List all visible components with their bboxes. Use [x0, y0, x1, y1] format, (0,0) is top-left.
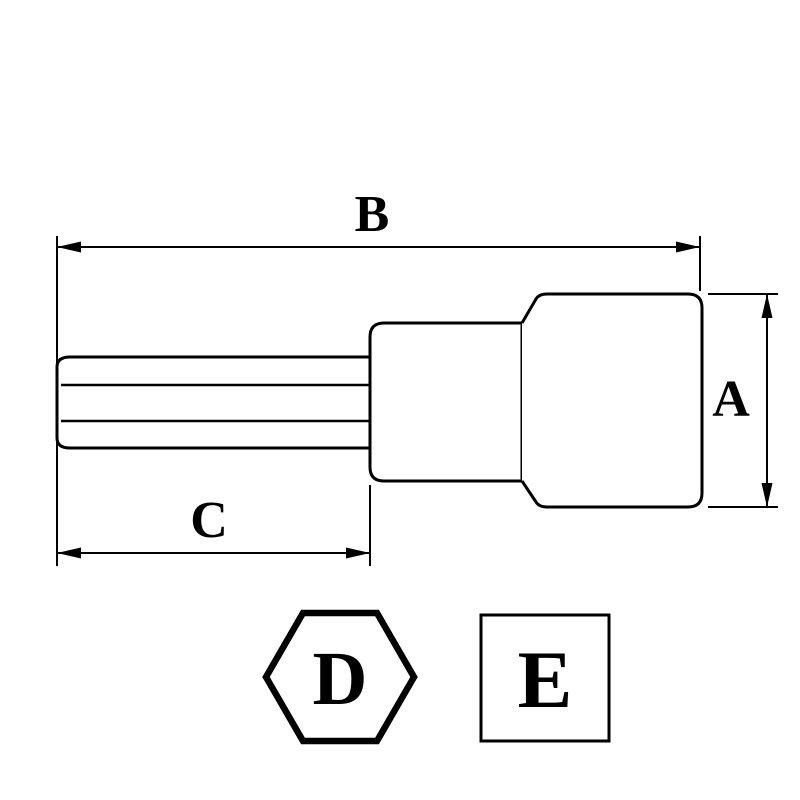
dimension-a	[708, 293, 778, 508]
dim-a-arrow-top	[761, 294, 773, 318]
hexagon-icon	[262, 609, 418, 745]
square-icon	[479, 613, 611, 743]
dim-a-arrow-bottom	[761, 483, 773, 507]
dim-c-arrow-left	[57, 547, 81, 559]
dimension-label-c: C	[190, 492, 228, 549]
dim-b-arrow-right	[676, 241, 700, 253]
dimension-label-d: D	[313, 637, 368, 721]
dimension-c	[57, 485, 371, 566]
socket-bit-drawing	[55, 292, 704, 509]
hex-drive-symbol: D	[262, 609, 418, 745]
dimension-label-b: B	[355, 186, 390, 243]
hex-shaft-outline	[55, 355, 370, 450]
collar-outline	[368, 321, 524, 483]
square-drive-symbol: E	[479, 613, 611, 743]
dimension-label-a: A	[712, 371, 750, 428]
dimension-label-e: E	[518, 634, 573, 725]
dim-b-arrow-left	[57, 241, 81, 253]
dim-c-arrow-right	[346, 547, 370, 559]
dimension-b	[56, 236, 701, 566]
socket-body-outline	[520, 292, 704, 509]
